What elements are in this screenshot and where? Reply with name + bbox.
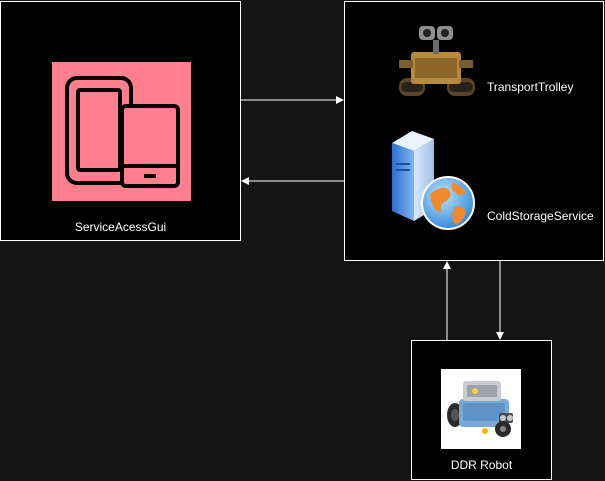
wall-e-robot-icon [399, 26, 475, 96]
ddr-robot-photo [441, 369, 521, 449]
cold-storage-service-label: ColdStorageService [487, 209, 594, 223]
service-gui-node[interactable] [0, 1, 241, 241]
cold-storage-system-node[interactable] [344, 1, 604, 261]
web-server-icon [392, 131, 475, 230]
transport-trolley-label: TransportTrolley [487, 80, 574, 94]
service-gui-label: ServiceAcessGui [74, 220, 167, 234]
ddr-robot-label: DDR Robot [450, 458, 513, 472]
tablet-phone-icon [52, 62, 191, 201]
